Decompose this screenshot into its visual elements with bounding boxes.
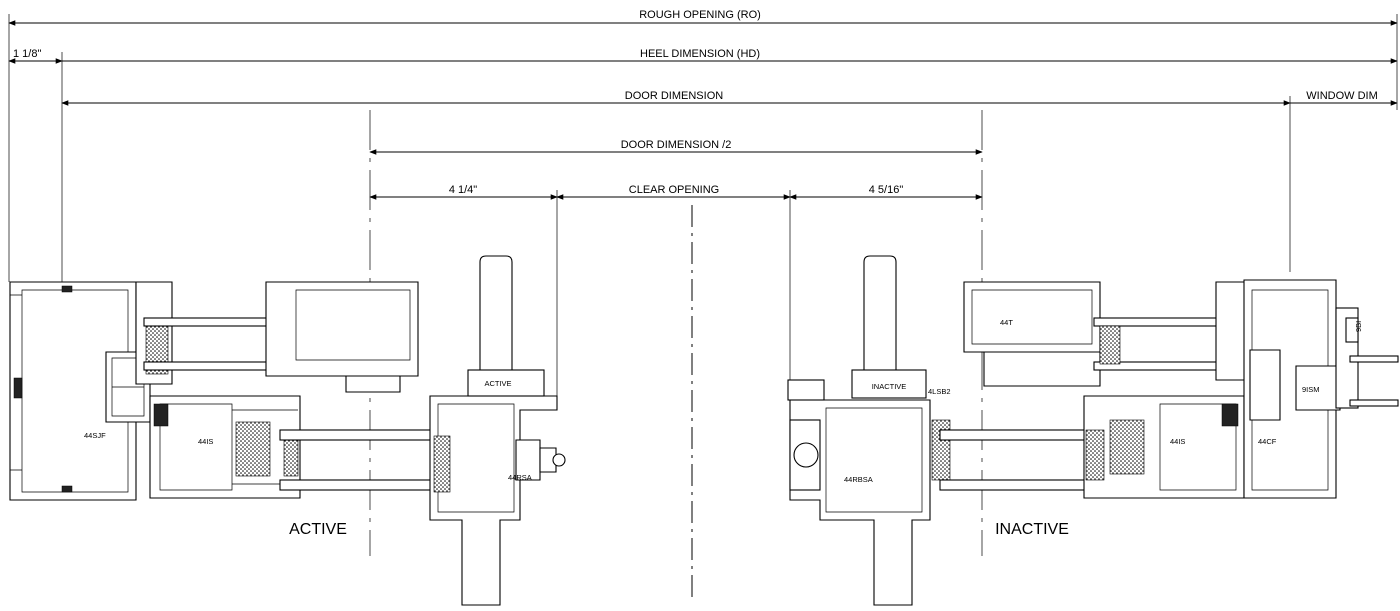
inactive-leaf-label: INACTIVE: [995, 521, 1069, 538]
active-offset-label: 4 1/4": [449, 184, 477, 196]
part-jamb-left: 44SJF: [84, 431, 106, 440]
rough-opening-label: ROUGH OPENING (RO): [639, 9, 761, 21]
left-upper-frame: [135, 281, 419, 393]
inactive-offset-label: 4 5/16": [869, 184, 904, 196]
part-mullion: 9ISM: [1302, 385, 1320, 394]
right-upper-frame: [963, 281, 1251, 387]
right-frame-section: [1243, 279, 1399, 499]
offset-label: 1 1/8": [13, 48, 41, 60]
window-dim-label: WINDOW DIM: [1306, 90, 1377, 102]
clear-opening-label: CLEAR OPENING: [629, 184, 719, 196]
part-stile-left: 44IS: [198, 437, 213, 446]
left-jamb-section: [9, 281, 151, 501]
right-stile-section: [1083, 395, 1245, 499]
part-rail-active: 44RSA: [508, 473, 532, 482]
inactive-leaf-glass: [939, 429, 1091, 491]
part-tube-right: 44T: [1000, 318, 1013, 327]
door-dimension-label: DOOR DIMENSION: [625, 90, 723, 102]
door-half-label: DOOR DIMENSION /2: [621, 139, 732, 151]
part-bead: 9BI: [1354, 321, 1363, 332]
part-frame-right: 44CF: [1258, 437, 1277, 446]
inactive-handle-label: INACTIVE: [872, 382, 907, 391]
inactive-meeting-stile: [787, 255, 951, 606]
part-rail-inactive: 44RBSA: [844, 475, 873, 484]
part-strike: 4LSB2: [928, 387, 951, 396]
active-leaf-glass: [279, 429, 441, 491]
left-stile-section: [149, 395, 301, 499]
heel-dimension-label: HEEL DIMENSION (HD): [640, 48, 760, 60]
active-meeting-stile: [429, 255, 566, 606]
active-leaf-label: ACTIVE: [289, 521, 347, 538]
part-stile-right: 44IS: [1170, 437, 1185, 446]
active-handle-label: ACTIVE: [484, 379, 511, 388]
